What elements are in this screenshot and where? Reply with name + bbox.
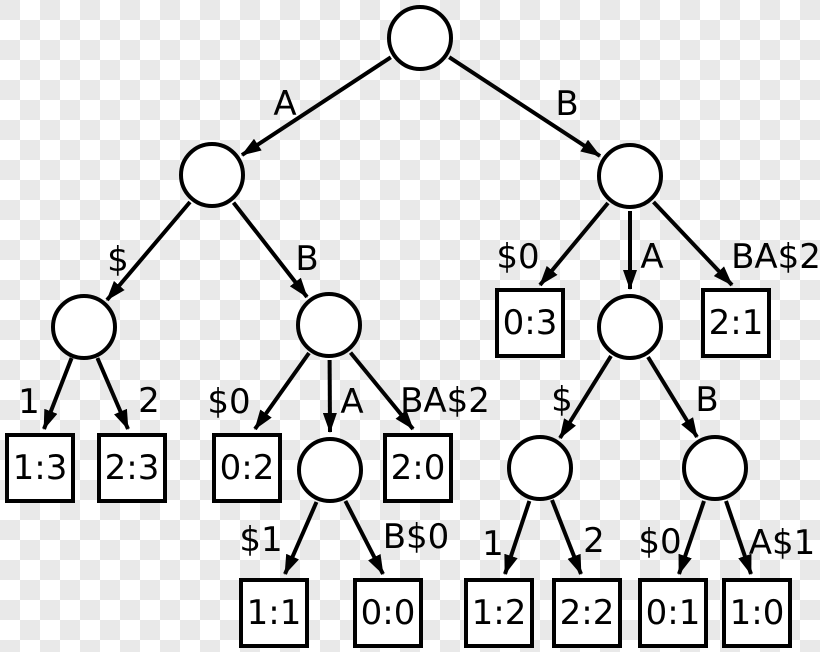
edge-arrow-c8-l10 bbox=[677, 500, 706, 575]
edge-label: A bbox=[273, 84, 297, 124]
edge-arrow-c6-l6 bbox=[283, 501, 319, 575]
edge-label: 2 bbox=[583, 521, 605, 561]
edge-label: A bbox=[340, 382, 364, 422]
leaf-node: 0:2 bbox=[212, 433, 282, 503]
leaf-node: 1:1 bbox=[239, 578, 309, 648]
edge-arrow-c6-l7 bbox=[343, 500, 385, 575]
edge-label: 1 bbox=[18, 382, 40, 422]
edge-arrow-c7-l9 bbox=[550, 499, 583, 575]
edge-label: B bbox=[555, 84, 579, 124]
edge-label: $0 bbox=[207, 382, 251, 422]
internal-node-c3 bbox=[51, 294, 117, 360]
edge-arrow-c4-l3 bbox=[348, 351, 415, 431]
leaf-node: 0:3 bbox=[495, 288, 565, 358]
edge-arrow-c1-c4 bbox=[231, 201, 309, 299]
edge-arrow-c2-l5 bbox=[652, 200, 734, 287]
leaf-node: 1:2 bbox=[464, 578, 534, 648]
leaf-node: 2:0 bbox=[383, 433, 453, 503]
edge-label: A bbox=[640, 237, 664, 277]
edge-arrow-c2-l4 bbox=[538, 201, 610, 287]
edge-arrow-c0-c1 bbox=[240, 55, 392, 157]
leaf-node: 2:3 bbox=[97, 433, 167, 503]
internal-node-root bbox=[387, 5, 453, 71]
edge-arrow-c3-l0 bbox=[42, 357, 74, 430]
leaf-node: 2:1 bbox=[701, 288, 771, 358]
edge-label: BA$2 bbox=[400, 381, 490, 421]
internal-node-c7 bbox=[507, 435, 573, 501]
leaf-node: 0:1 bbox=[638, 578, 708, 648]
edge-label: $ bbox=[107, 240, 129, 280]
edge-arrow-c8-l11 bbox=[724, 500, 753, 575]
edge-label: 2 bbox=[138, 381, 160, 421]
edge-arrow-c4-l2 bbox=[253, 351, 311, 431]
internal-node-c5 bbox=[597, 294, 663, 360]
edge-label: B bbox=[695, 380, 719, 420]
internal-node-c2 bbox=[597, 143, 663, 209]
edge-arrow-c3-l1 bbox=[95, 357, 130, 430]
edge-label: $1 bbox=[239, 520, 283, 560]
edge-label: $0 bbox=[638, 522, 682, 562]
edge-label: B$0 bbox=[382, 517, 450, 557]
internal-node-c8 bbox=[682, 435, 748, 501]
edge-arrow-c5-c8 bbox=[646, 355, 699, 439]
internal-node-c1 bbox=[179, 142, 245, 208]
leaf-node: 1:3 bbox=[5, 433, 75, 503]
edge-label: $0 bbox=[496, 237, 540, 277]
internal-node-c6 bbox=[297, 437, 363, 503]
edge-arrow-c7-l8 bbox=[503, 500, 532, 575]
edge-arrow-c1-c3 bbox=[105, 200, 192, 302]
edge-arrow-c5-c7 bbox=[558, 354, 613, 440]
leaf-node: 1:0 bbox=[722, 578, 792, 648]
leaf-node: 2:2 bbox=[552, 578, 622, 648]
edge-label: B bbox=[295, 239, 319, 279]
edge-arrow-c0-c2 bbox=[448, 55, 602, 158]
edge-label: A$1 bbox=[748, 523, 816, 563]
edge-label: BA$2 bbox=[731, 237, 820, 277]
leaf-node: 0:0 bbox=[353, 578, 423, 648]
edge-label: 1 bbox=[482, 524, 504, 564]
internal-node-c4 bbox=[296, 292, 362, 358]
edge-label: $ bbox=[551, 380, 573, 420]
